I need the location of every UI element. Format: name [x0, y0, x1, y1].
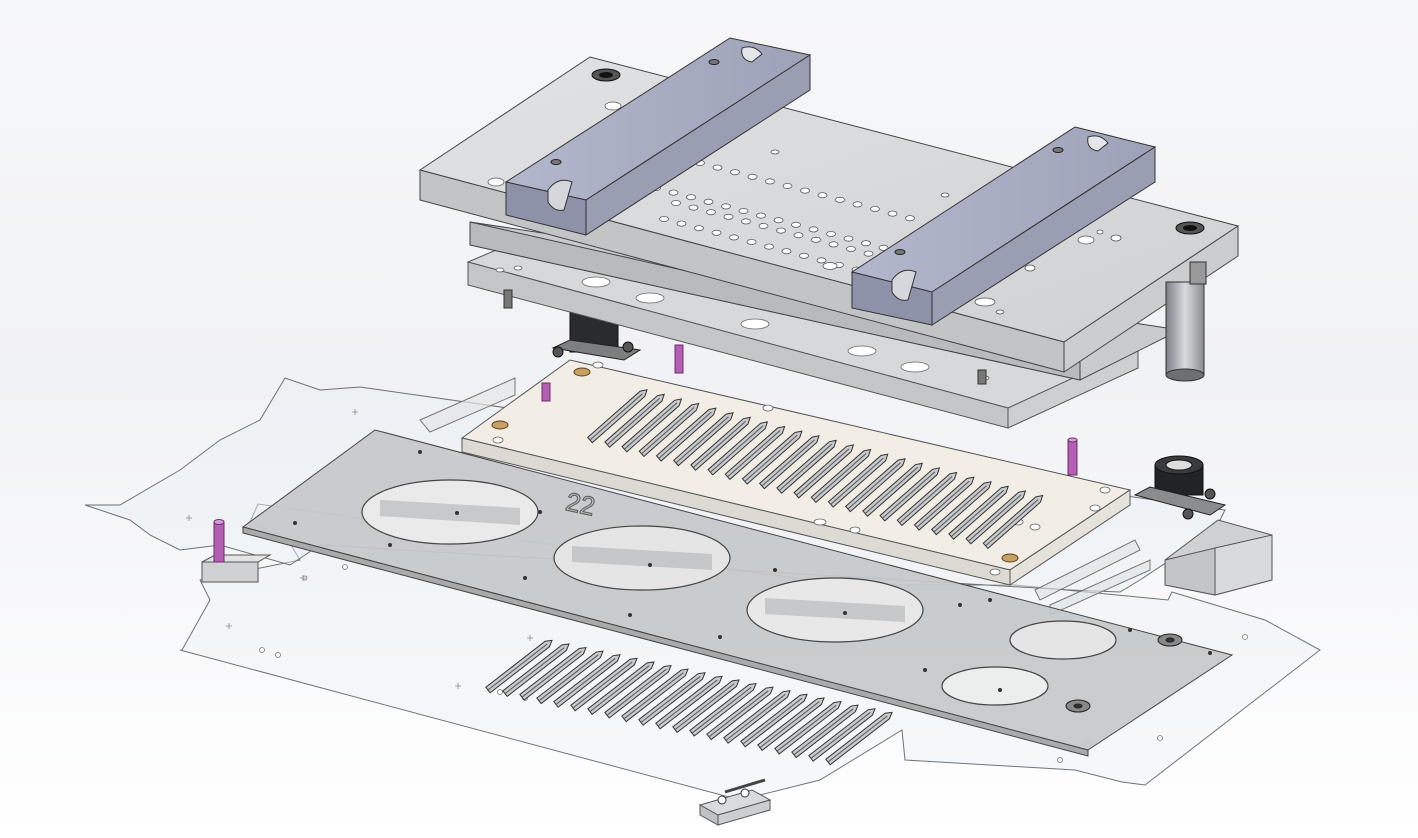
top-plate-hole	[729, 234, 739, 241]
top-plate-hole	[863, 250, 874, 257]
top-plate-hole	[659, 215, 669, 222]
upper-pin-array	[586, 389, 1044, 550]
bottom-locating-block	[698, 778, 772, 826]
handle-bar-left	[504, 37, 812, 236]
top-plate-hole	[843, 235, 854, 242]
top-plate-hole	[835, 196, 845, 203]
top-plate-hole	[870, 205, 880, 212]
top-plate-hole	[671, 199, 681, 206]
top-plate-hole	[828, 241, 839, 248]
mask-opening-4	[1009, 620, 1117, 660]
top-plate-hole	[811, 236, 821, 243]
top-plate-hole	[711, 229, 722, 236]
inner-frame-rails	[419, 377, 1151, 616]
top-plate-hole	[668, 189, 679, 196]
top-plate-hole	[781, 248, 792, 255]
top-plate-hole	[723, 213, 734, 220]
top-plate-hole	[756, 212, 766, 219]
top-plate-hole	[800, 187, 810, 194]
top-plate-black-hole	[591, 68, 1205, 235]
top-plate-hole	[808, 226, 819, 233]
top-plate-hole	[730, 169, 740, 176]
mask-opening-5	[941, 666, 1049, 706]
top-plate-hole	[746, 238, 757, 245]
mask-plate: 22	[241, 429, 1234, 757]
top-plate-hole	[747, 173, 758, 180]
top-plate-hole	[694, 225, 704, 232]
top-plate-hole	[706, 209, 716, 216]
contact-carrier-plate	[460, 359, 1132, 586]
top-plate-hole	[861, 240, 871, 247]
top-plate-hole	[764, 243, 774, 250]
top-plate-hole	[905, 215, 915, 222]
mask-plate-number: 22	[563, 486, 598, 521]
standoff-pins	[541, 344, 1078, 476]
top-plate-hole	[878, 244, 889, 251]
top-plate-hole	[782, 182, 793, 189]
top-plate-hole	[791, 221, 801, 228]
top-plate-hole	[793, 232, 804, 239]
black-bushing-right	[1133, 455, 1227, 520]
top-plate-hole	[816, 257, 827, 264]
top-plate-hole	[712, 164, 723, 171]
top-plate-hole	[721, 203, 731, 210]
top-plate-hole	[776, 227, 786, 234]
top-plate-hole	[846, 245, 856, 252]
top-plate-hole	[686, 194, 696, 201]
top-plate-hole	[826, 230, 836, 237]
alignment-pin-left	[213, 521, 225, 563]
top-plate-hole	[799, 252, 809, 259]
top-plate-hole	[676, 220, 687, 227]
handle-bar-right	[850, 126, 1157, 326]
top-plate-hole	[887, 210, 898, 217]
bottom-pin-array	[485, 639, 893, 766]
top-plate-hole	[758, 222, 769, 229]
top-plate-hole	[765, 178, 775, 185]
right-support-block	[1164, 519, 1273, 596]
top-plate-hole	[817, 192, 828, 199]
guide-post-right	[1165, 261, 1207, 382]
left-locating-block	[201, 519, 272, 583]
top-plate-hole	[688, 204, 699, 211]
top-plate-hole	[703, 198, 714, 205]
top-plate-hole	[773, 217, 784, 224]
top-plate-hole	[741, 218, 751, 225]
top-plate-hole	[738, 207, 749, 214]
top-plate-hole	[852, 201, 863, 208]
